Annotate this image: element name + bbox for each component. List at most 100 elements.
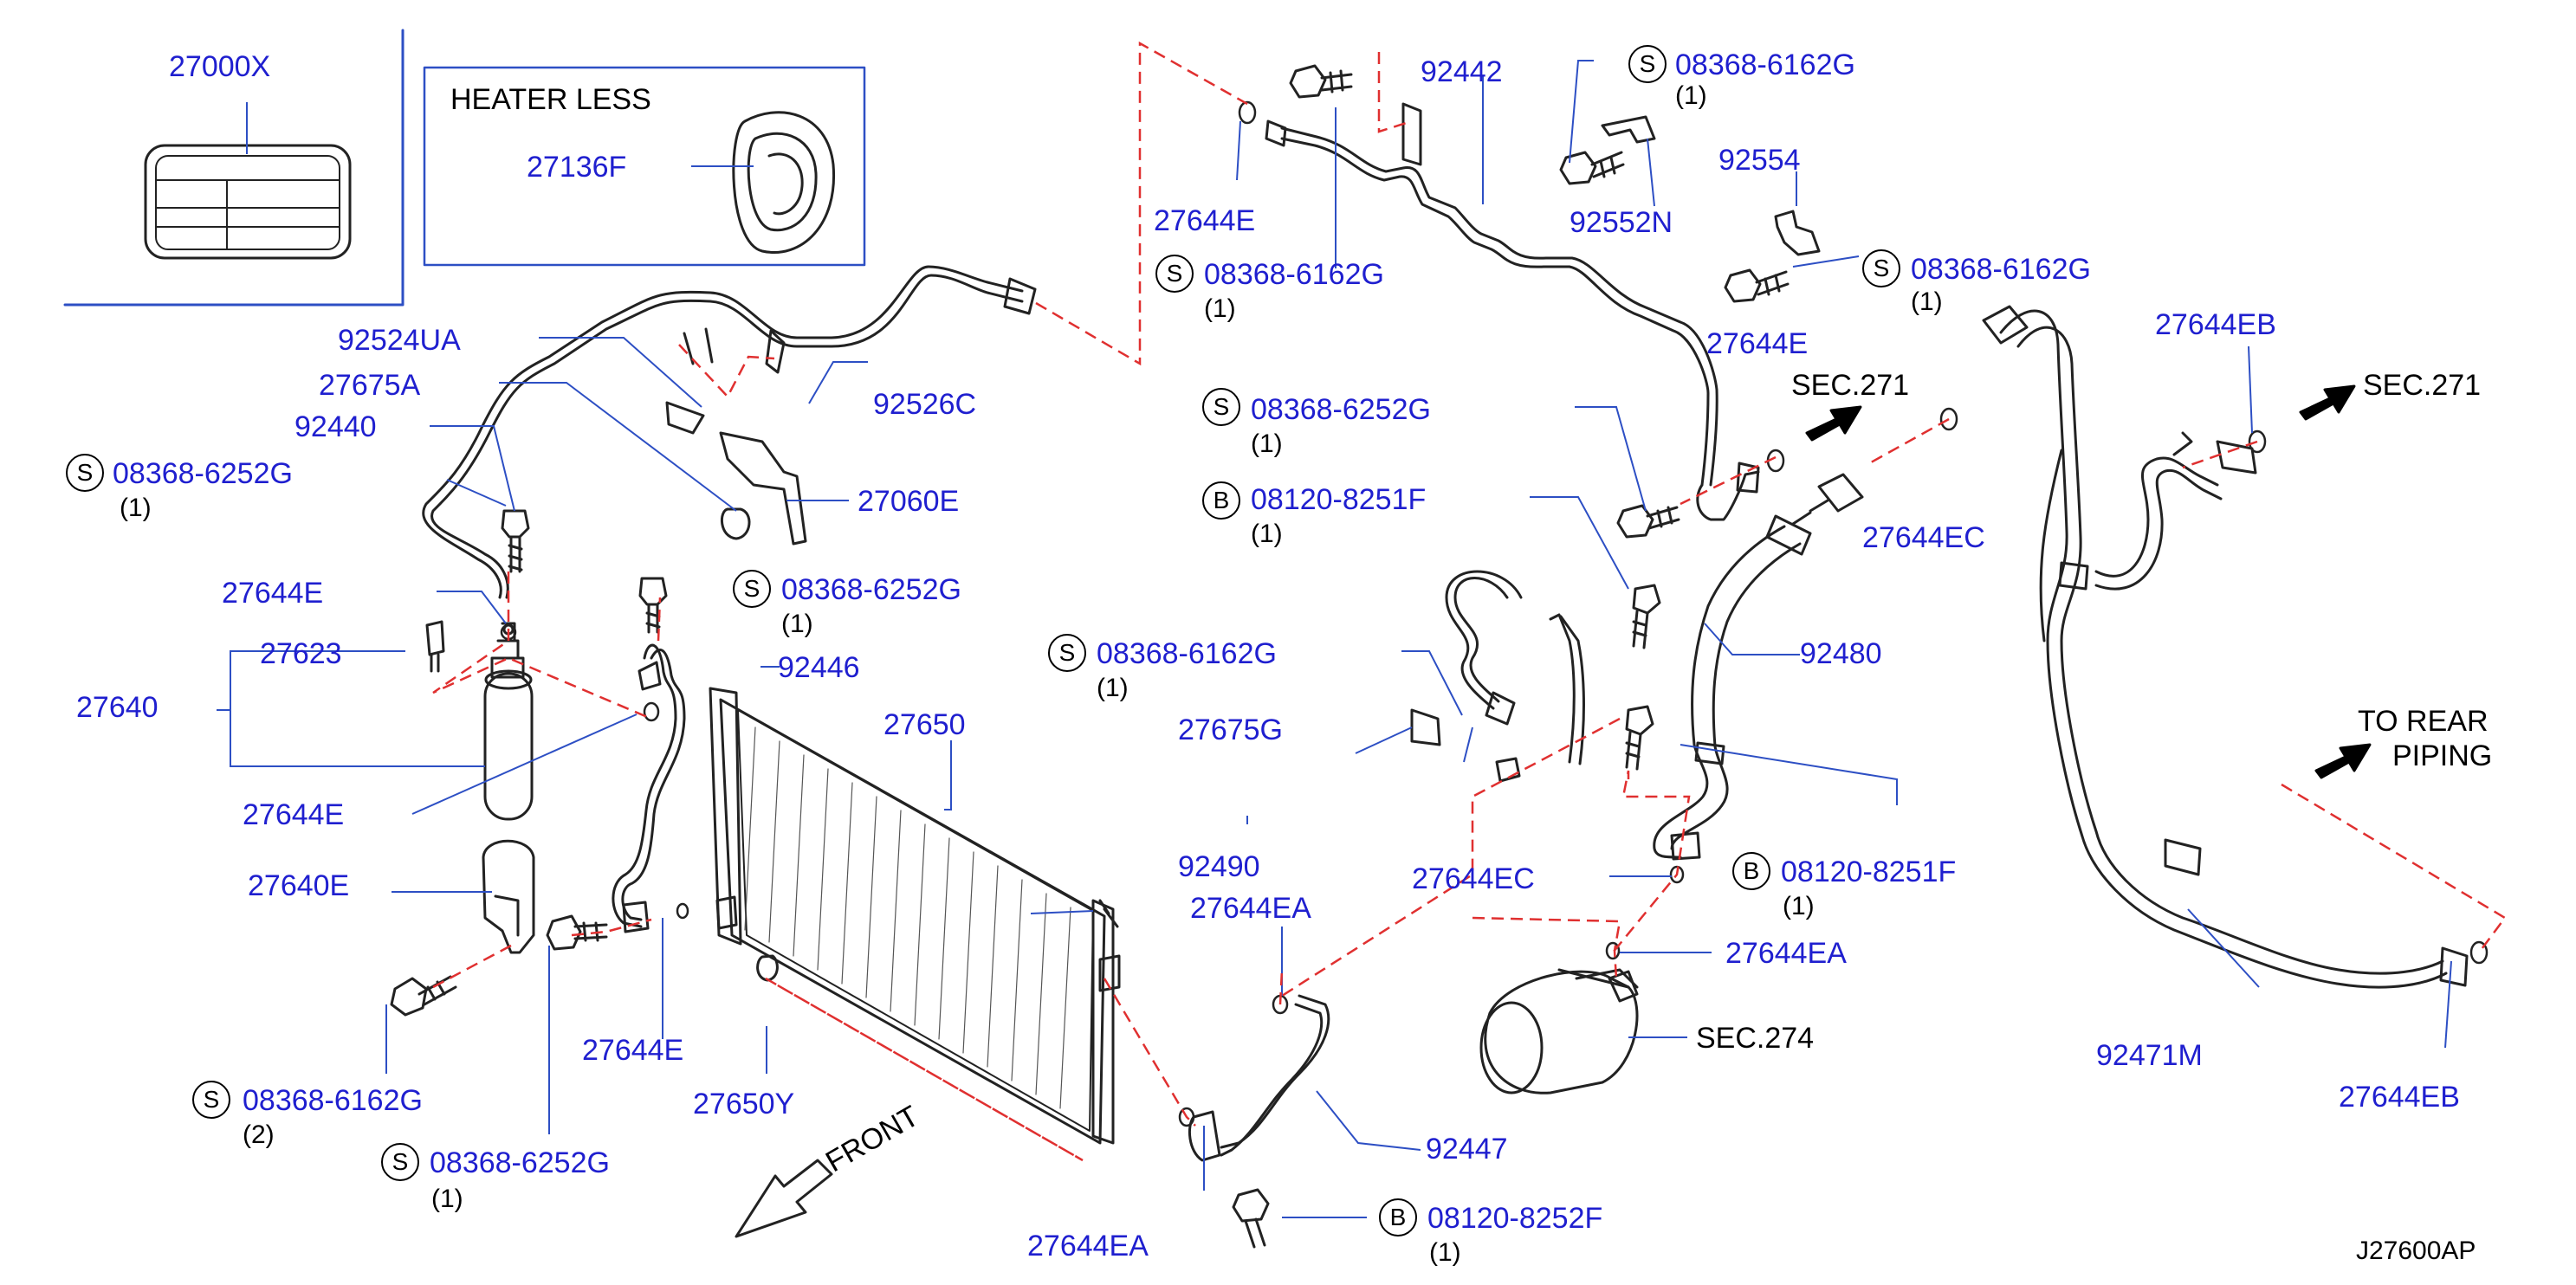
- bracket-27060E: [665, 329, 807, 546]
- leader-lines: [217, 60, 2452, 1218]
- pipe-92447: [1188, 994, 1330, 1249]
- fastener-qty: (1): [1097, 674, 1129, 702]
- part-label-27644EC-mid: 27644EC: [1412, 862, 1535, 895]
- fastener-qty: (1): [1911, 287, 1943, 316]
- fastener-symbol: B: [1732, 852, 1770, 890]
- part-label-27650Y: 27650Y: [693, 1088, 795, 1120]
- part-label-27640: 27640: [76, 691, 159, 724]
- pipe-92440: [422, 265, 1037, 599]
- fastener-code: 08368-6162G: [1911, 253, 2091, 286]
- condenser-27650: [709, 687, 1121, 1145]
- fastener-code: 08368-6252G: [430, 1146, 610, 1179]
- part-label-92471M: 92471M: [2096, 1039, 2203, 1072]
- label-box-frame: [63, 29, 405, 307]
- fastener-code: 08120-8252F: [1427, 1202, 1603, 1235]
- pipe-92471M: [1982, 305, 2469, 989]
- grommet-27136F: [732, 111, 836, 254]
- fastener-symbol: S: [381, 1143, 419, 1181]
- part-label-92446: 92446: [778, 651, 860, 684]
- fastener-qty: (1): [781, 610, 813, 638]
- heater-less-note: HEATER LESS: [450, 83, 651, 116]
- part-label-27644E-lower: 27644E: [582, 1034, 684, 1067]
- fastener-qty: (1): [431, 1185, 463, 1213]
- part-label-27650: 27650: [883, 708, 966, 741]
- fastener-qty: (2): [243, 1120, 275, 1149]
- part-label-27644EA-right: 27644EA: [1725, 937, 1847, 970]
- part-label-92490: 92490: [1178, 850, 1260, 883]
- to-rear-piping-note-1: TO REAR: [2358, 705, 2489, 738]
- fastener-code: 08368-6252G: [1251, 393, 1431, 426]
- part-label-27644E-top: 27644E: [1154, 204, 1256, 237]
- fastener-symbol: S: [1048, 634, 1086, 672]
- fastener-code: 08368-6162G: [1097, 637, 1277, 670]
- fastener-symbol: S: [1202, 388, 1240, 426]
- part-label-27060E: 27060E: [858, 485, 960, 518]
- heater-less-box: [423, 66, 866, 267]
- clip-92554: [1724, 210, 1821, 303]
- bracket-27640E: [482, 839, 535, 954]
- part-label-27644E-drier: 27644E: [243, 798, 345, 831]
- diagram-code: J27600AP: [2356, 1237, 2476, 1265]
- fastener-code: 08368-6162G: [243, 1084, 423, 1117]
- sec271-arrow-1: [1805, 405, 1862, 442]
- pipe-92446: [612, 643, 686, 933]
- fastener-code: 08368-6162G: [1675, 48, 1855, 81]
- fastener-qty: (1): [1429, 1238, 1461, 1267]
- fastener-symbol: S: [1155, 255, 1194, 293]
- part-label-27644EB-top: 27644EB: [2155, 308, 2276, 341]
- fastener-symbol: S: [66, 454, 104, 492]
- part-label-92447: 92447: [1426, 1133, 1508, 1166]
- part-label-27644E-left: 27644E: [222, 577, 324, 610]
- part-label-27644EA-low: 27644EA: [1027, 1230, 1149, 1262]
- part-label-27000X: 27000X: [169, 50, 271, 83]
- pipe-92442: [1265, 102, 1760, 521]
- pipe-92490: [1410, 570, 1585, 783]
- fastener-symbol: S: [733, 570, 771, 608]
- part-label-27623: 27623: [260, 637, 342, 670]
- fastener-code: 08120-8251F: [1781, 856, 1957, 888]
- receiver-drier-27640: [425, 620, 534, 821]
- part-label-92524UA: 92524UA: [338, 324, 461, 357]
- bolt-top-1: [1289, 64, 1353, 99]
- fastener-symbol: B: [1379, 1198, 1417, 1237]
- part-label-27644EC-right: 27644EC: [1862, 521, 1985, 554]
- part-label-92442: 92442: [1421, 55, 1503, 88]
- compressor: [1479, 968, 1639, 1095]
- bolt-middle-1: [1616, 504, 1680, 771]
- dashed-connectors: [432, 41, 2507, 1162]
- part-label-92552N: 92552N: [1570, 206, 1673, 239]
- ref-sec274: SEC.274: [1696, 1022, 1815, 1055]
- fastener-qty: (1): [1783, 892, 1815, 920]
- hose-92480: [1653, 473, 1864, 861]
- fastener-symbol: B: [1202, 481, 1240, 520]
- part-label-27675G: 27675G: [1178, 714, 1283, 746]
- part-label-27136F: 27136F: [527, 151, 627, 184]
- ref-sec271-1: SEC.271: [1791, 369, 1910, 402]
- fastener-code: 08120-8251F: [1251, 483, 1427, 516]
- part-label-92480: 92480: [1800, 637, 1882, 670]
- caution-label-part: [144, 144, 352, 260]
- fastener-qty: (1): [120, 494, 152, 522]
- part-label-27644EA-mid: 27644EA: [1190, 892, 1311, 925]
- fastener-qty: (1): [1675, 81, 1707, 110]
- fastener-code: 08368-6252G: [781, 573, 961, 606]
- part-label-27644EB-low: 27644EB: [2339, 1081, 2460, 1114]
- rear-piping-arrow: [2314, 743, 2372, 779]
- part-label-27675A: 27675A: [319, 369, 421, 402]
- fastener-symbol: S: [192, 1081, 230, 1119]
- fastener-symbol: S: [1862, 249, 1900, 287]
- bolt-left-upper: [501, 509, 668, 634]
- part-label-27644E-right: 27644E: [1706, 327, 1809, 360]
- bolt-lower-left: [390, 914, 608, 1017]
- to-rear-piping-note-2: PIPING: [2392, 739, 2493, 772]
- part-label-92440: 92440: [294, 410, 377, 443]
- fastener-qty: (1): [1251, 520, 1283, 548]
- clip-92552N: [1559, 115, 1656, 185]
- fastener-qty: (1): [1204, 294, 1236, 323]
- fastener-qty: (1): [1251, 429, 1283, 458]
- front-arrow: [735, 1159, 833, 1238]
- fastener-code: 08368-6252G: [113, 457, 293, 490]
- sec271-arrow-2: [2299, 384, 2356, 421]
- part-label-92554: 92554: [1718, 144, 1801, 177]
